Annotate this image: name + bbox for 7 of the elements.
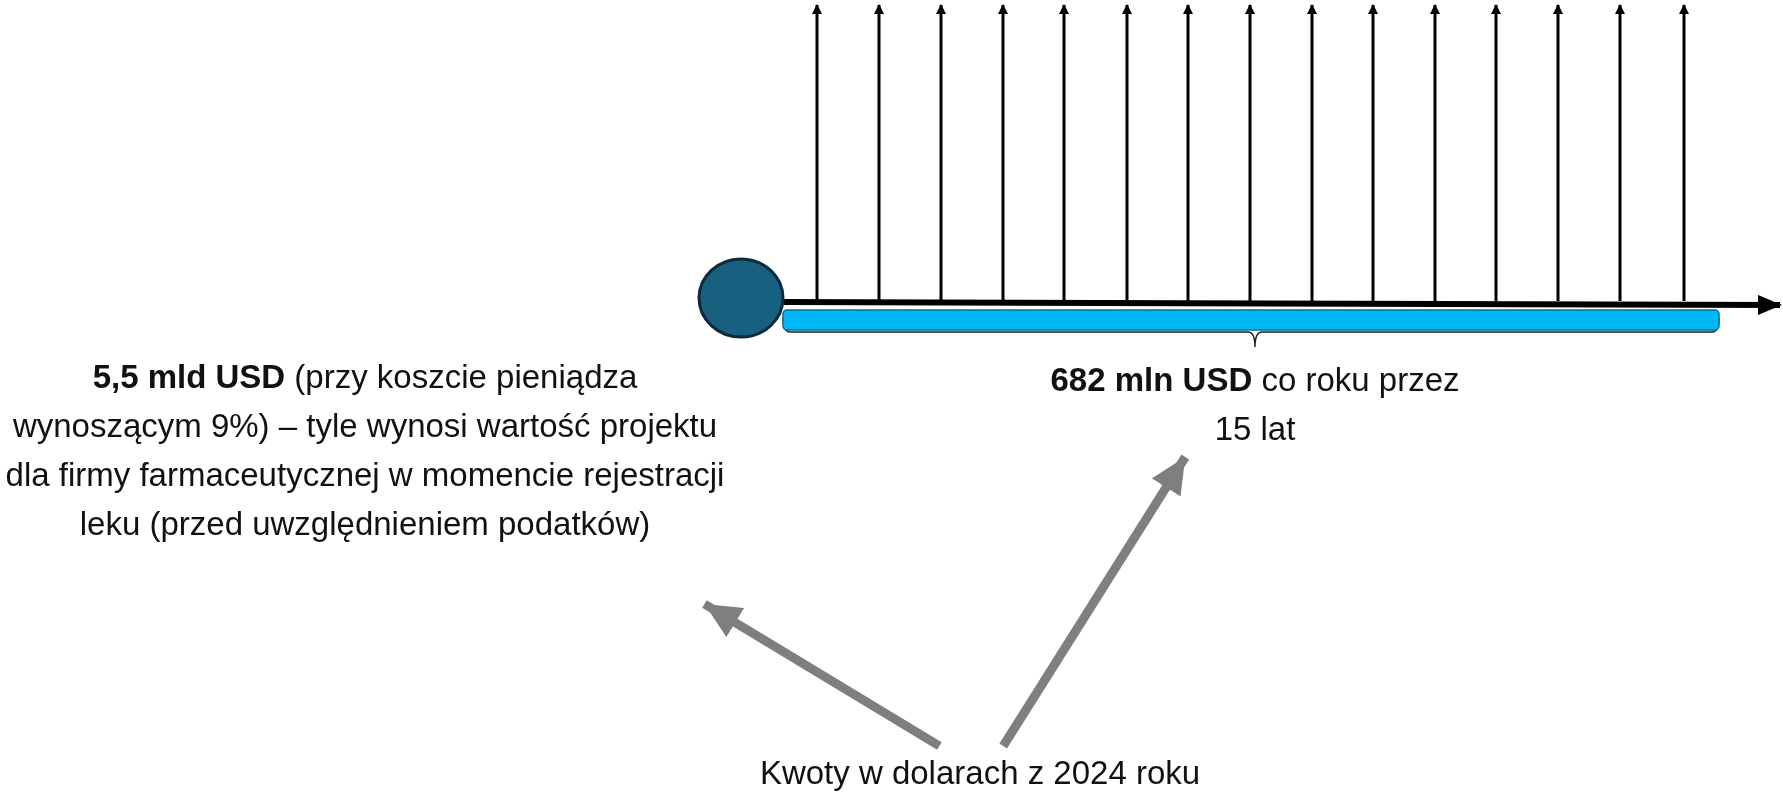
start-circle: [697, 257, 785, 339]
currency-note: Kwoty w dolarach z 2024 roku: [690, 748, 1270, 794]
timeline-bar: [782, 309, 1720, 331]
arrow: [702, 600, 942, 750]
annual-cash-flow-note: 682 mln USD co roku przez 15 lat: [1050, 355, 1460, 455]
arrow: [999, 454, 1190, 749]
value-description: 5,5 mld USD (przy koszcie pieniądza wynoszącym 9%) – tyle wynosi wartość projektu dla firmy farmaceutycznej w momencie rejestracji leku (przed uwzględnieniem podatków): [0, 352, 730, 602]
